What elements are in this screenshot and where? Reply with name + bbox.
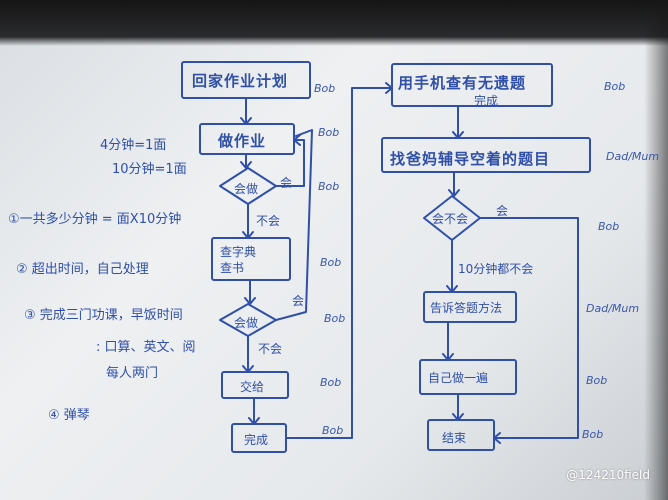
r-step1-box [391,63,553,107]
r-arrow-2-d [448,171,460,197]
owner-decision: Bob [318,180,340,193]
arrow-d2-yes-loop [275,129,313,321]
r-redo-box [419,359,517,395]
owner-done: Bob [322,424,344,437]
owner-r2: Dad/Mum [606,150,660,163]
watermark: @124210field [566,468,650,482]
check-label: 交给 [240,380,265,394]
arrow-d2-to-check [242,335,254,373]
arrow-d1-yes-loop [275,134,305,187]
arrow-homework-to-d1 [240,153,252,169]
title-label: 回家作业计划 [192,72,289,90]
r-decision-yes: 会 [496,204,509,218]
r-redo-label: 自己做一遍 [428,371,489,385]
arrow-d1-to-lookup [242,203,254,239]
lookup-label: 查字典 查书 [220,245,257,275]
done-label: 完成 [244,433,269,447]
do-homework-label: 做作业 [218,132,267,150]
arrow-check-to-done [248,397,260,425]
r-decision-label: 会不会 [432,212,469,226]
r-done-label: 结束 [442,431,467,445]
r-step1-label: 用手机查有无遗题 [398,74,527,92]
decision-2-no: 不会 [258,342,283,356]
owner-r4: Dad/Mum [586,302,640,315]
owner-r5: Bob [586,374,608,387]
note-rule-4: ④ 弹琴 [48,408,90,423]
note-rule-3a: ③ 完成三门功课，早饭时间 [24,308,183,323]
note-rule-2: ② 超出时间，自己处理 [16,262,149,277]
decision-1-no: 不会 [256,214,281,228]
decision-1-label: 会做 [234,182,259,196]
owner-r1: Bob [604,80,626,93]
note-rule-3c: 每人两门 [106,366,159,381]
r-step2-label: 找爸妈辅导空着的题目 [390,150,551,168]
arrow-lookup-to-d2 [244,279,256,305]
top-edge-shadow [0,0,668,46]
r-arrow-d-teach [446,239,458,293]
r-done-box [427,419,495,451]
note-rule-3b: : 口算、英文、阅 [96,340,196,355]
note-rate-1: 4分钟=1面 [100,138,167,153]
r-arrow-teach-redo [442,321,454,361]
owner-check: Bob [320,376,342,389]
r-arrow-redo-done [452,393,464,421]
r-no-note: 10分钟都不会 [458,262,534,276]
r-teach-label: 告诉答题方法 [430,301,503,315]
owner-homework: Bob [318,126,340,139]
owner-r3: Bob [598,220,620,233]
r-arrow-d-yes [479,217,579,444]
owner-r6: Bob [582,428,604,441]
owner-lookup: Bob [320,256,342,269]
arrow-title-to-homework [240,97,252,125]
flowchart-diagram [181,61,591,453]
owner-title: Bob [314,82,336,95]
note-rate-2: 10分钟=1面 [112,162,187,177]
r-step2-box [381,137,591,173]
r-arrow-1-2 [452,105,464,139]
r-teach-box [423,291,517,323]
note-rule-1: ①一共多少分钟 = 面X10分钟 [8,212,182,227]
right-edge-shadow [644,0,668,500]
owner-decision2: Bob [324,312,346,325]
decision-2-yes: 会 [292,294,305,308]
decision-2-label: 会做 [234,316,259,330]
decision-1-yes: 会 [280,176,293,190]
r-step1-sub: 完成 [474,94,499,108]
